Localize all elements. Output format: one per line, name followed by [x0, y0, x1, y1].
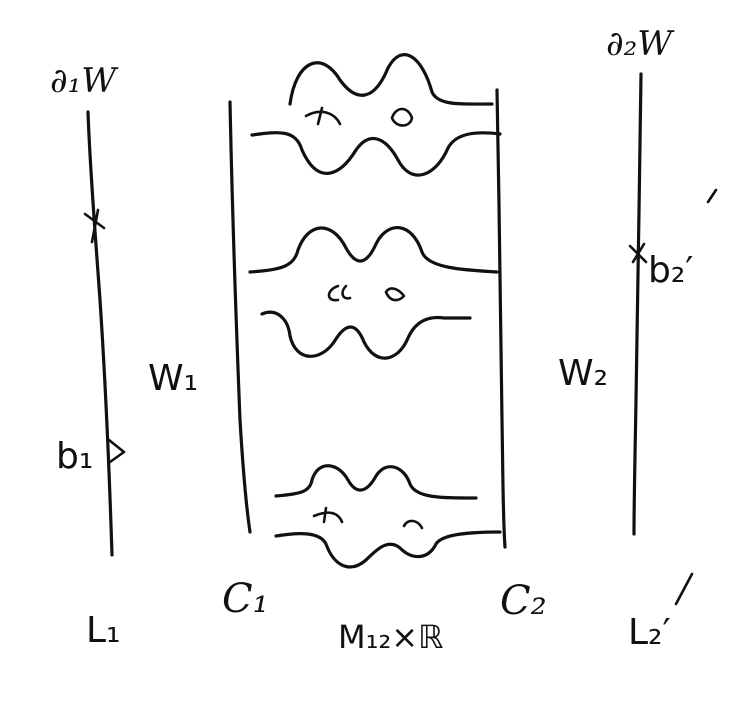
w2-label: W₂: [558, 353, 608, 394]
top-band-mark-1: [304, 106, 342, 126]
b2-prime-tick: [706, 188, 718, 204]
c1-wall: [228, 100, 252, 534]
l1-label: L₁: [86, 610, 121, 651]
bottom-band-mark-1: [312, 506, 344, 524]
c2-label: C₂: [500, 578, 547, 624]
bottom-band-upper: [274, 464, 478, 500]
b1-label: b₁: [56, 436, 93, 477]
left-boundary-curve: [86, 110, 114, 557]
c1-label: C₁: [222, 576, 269, 622]
top-band-mark-2: [390, 107, 414, 127]
right-cross-mark: [628, 242, 648, 264]
left-cross-mark: [83, 208, 106, 244]
top-band-lower: [250, 131, 502, 177]
top-band-upper: [288, 53, 494, 106]
w1-label: W₁: [148, 358, 198, 399]
boundary-1-label: ∂₁W: [50, 61, 119, 101]
l2-prime-tick: [674, 572, 694, 606]
middle-band-lower: [260, 310, 472, 360]
product-label: M₁₂×ℝ: [338, 618, 443, 656]
b2-label: b₂′: [648, 250, 693, 291]
bottom-band-lower: [274, 530, 502, 569]
l2-label: L₂′: [628, 612, 671, 653]
bottom-band-mark-2: [402, 519, 424, 530]
c2-wall: [495, 88, 507, 549]
middle-band-upper: [248, 226, 499, 274]
right-boundary-curve: [632, 72, 643, 536]
b1-arrow-mark: [107, 438, 126, 464]
middle-band-mark-1: [327, 284, 352, 302]
boundary-2-label: ∂₂W: [606, 24, 675, 64]
middle-band-mark-2: [384, 287, 406, 302]
